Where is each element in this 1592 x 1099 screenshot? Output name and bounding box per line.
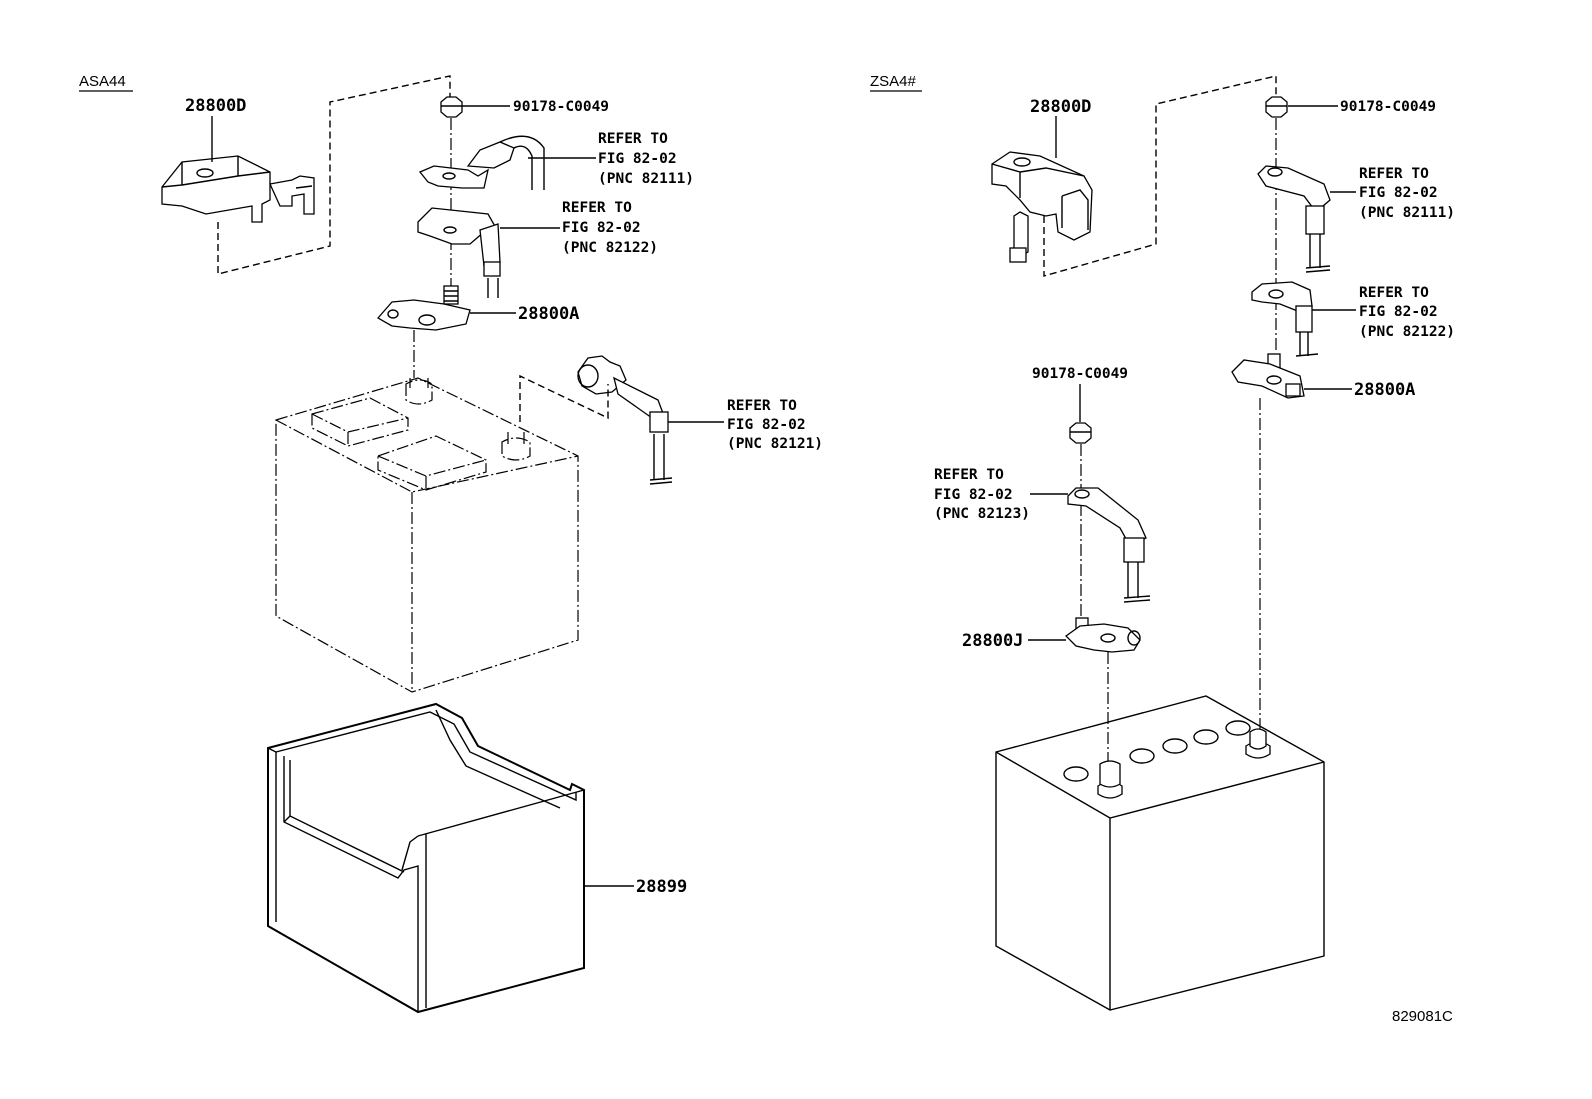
cable-terminal-82111-right	[1257, 165, 1331, 273]
svg-text:FIG 82-02: FIG 82-02	[727, 417, 806, 433]
ref-82123-right: REFER TO FIG 82-02 (PNC 82123)	[934, 467, 1030, 522]
svg-text:REFER TO: REFER TO	[1359, 285, 1429, 301]
svg-text:REFER TO: REFER TO	[562, 200, 632, 216]
section-label-left: ASA44	[79, 73, 133, 92]
label-tray-left: 28899	[636, 877, 687, 897]
figure-code: 829081C	[1392, 1008, 1453, 1025]
label-clamp-negative-right: 28800J	[962, 631, 1023, 651]
battery-right	[995, 695, 1325, 1011]
svg-text:(PNC 82111): (PNC 82111)	[1359, 205, 1455, 221]
label-clamp-left: 28800A	[518, 304, 579, 324]
terminal-clamp-right	[1231, 353, 1305, 399]
svg-text:REFER TO: REFER TO	[934, 467, 1004, 483]
svg-text:FIG 82-02: FIG 82-02	[1359, 304, 1438, 320]
terminal-clamp-left	[376, 285, 471, 331]
nut-left	[440, 96, 463, 118]
nut-right-top	[1265, 96, 1288, 118]
svg-text:ASA44: ASA44	[79, 73, 126, 90]
svg-text:(PNC 82122): (PNC 82122)	[562, 240, 658, 256]
svg-text:(PNC 82123): (PNC 82123)	[934, 506, 1030, 522]
label-cover-right: 28800D	[1030, 97, 1091, 117]
label-cover-left: 28800D	[185, 96, 246, 116]
svg-text:(PNC 82122): (PNC 82122)	[1359, 324, 1455, 340]
svg-text:FIG 82-02: FIG 82-02	[562, 220, 641, 236]
terminal-cover-right	[991, 151, 1093, 263]
cable-terminal-82121-left	[577, 355, 673, 485]
section-label-right: ZSA4#	[870, 73, 922, 92]
battery-left	[275, 377, 579, 693]
ref-82111-right: REFER TO FIG 82-02 (PNC 82111)	[1359, 166, 1455, 221]
svg-text:FIG 82-02: FIG 82-02	[1359, 185, 1438, 201]
cable-terminal-82122-left	[417, 207, 501, 298]
svg-text:FIG 82-02: FIG 82-02	[934, 487, 1013, 503]
label-nut-right-mid: 90178-C0049	[1032, 366, 1128, 382]
svg-text:ZSA4#: ZSA4#	[870, 73, 917, 90]
svg-text:REFER TO: REFER TO	[727, 398, 797, 414]
cable-terminal-82123-right	[1067, 487, 1151, 603]
svg-text:(PNC 82111): (PNC 82111)	[598, 171, 694, 187]
terminal-clamp-negative-right	[1064, 617, 1141, 653]
label-nut-right-top: 90178-C0049	[1340, 99, 1436, 115]
battery-tray-left	[267, 702, 585, 1014]
ref-82111-left: REFER TO FIG 82-02 (PNC 82111)	[598, 131, 694, 187]
cable-terminal-82122-right	[1251, 281, 1319, 357]
cable-terminal-82111-left	[418, 135, 545, 190]
nut-right-mid	[1069, 422, 1092, 444]
svg-text:REFER TO: REFER TO	[598, 131, 668, 147]
ref-82122-left: REFER TO FIG 82-02 (PNC 82122)	[562, 200, 658, 256]
ref-82121-left: REFER TO FIG 82-02 (PNC 82121)	[727, 398, 823, 452]
ref-82122-right: REFER TO FIG 82-02 (PNC 82122)	[1359, 285, 1455, 340]
svg-text:FIG 82-02: FIG 82-02	[598, 151, 677, 167]
label-nut-left: 90178-C0049	[513, 99, 609, 115]
svg-text:REFER TO: REFER TO	[1359, 166, 1429, 182]
svg-text:(PNC 82121): (PNC 82121)	[727, 436, 823, 452]
label-clamp-right: 28800A	[1354, 380, 1415, 400]
terminal-cover-left	[161, 155, 315, 223]
